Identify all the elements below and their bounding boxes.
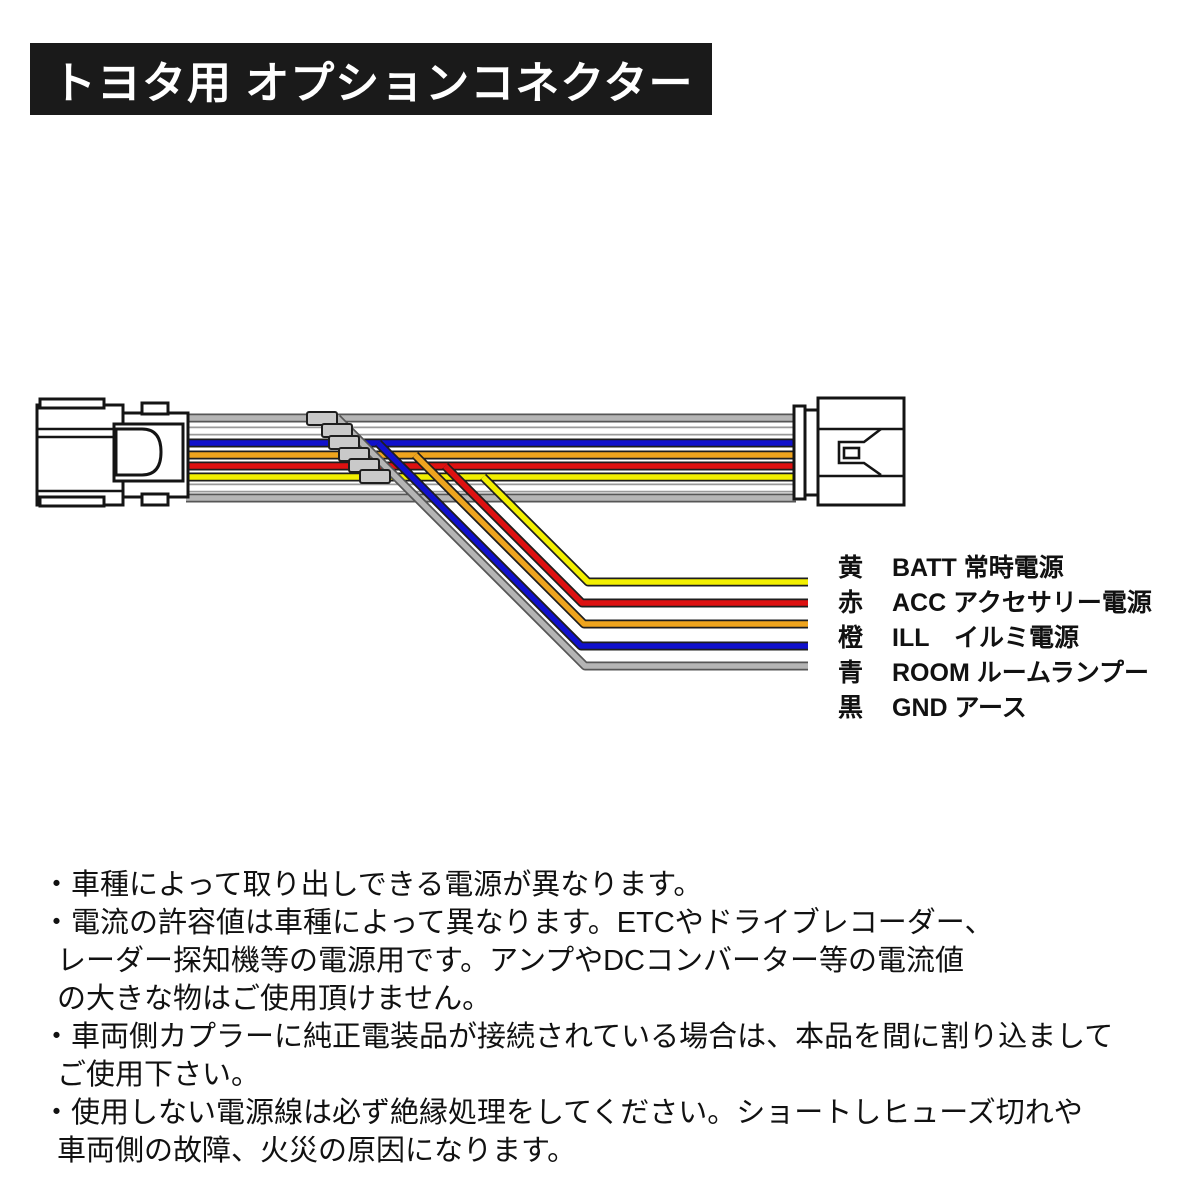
legend-color-label: 赤 xyxy=(838,589,864,617)
harness-wires xyxy=(186,413,796,503)
legend-row-room: 青 ROOM ルームランプー xyxy=(838,653,1149,689)
legend-row-gnd: 黒 GND アース xyxy=(838,688,1027,724)
note-line: ・車両側カプラーに純正電装品が接続されている場合は、本品を間に割り込まして xyxy=(42,1021,1114,1053)
wiring-diagram xyxy=(35,396,906,671)
legend-color-label: 黄 xyxy=(838,554,864,582)
crimp xyxy=(359,469,391,484)
legend-desc: ROOM ルームランプー xyxy=(892,659,1149,687)
legend-row-acc: 赤 ACC アクセサリー電源 xyxy=(838,583,1152,619)
legend-color-label: 青 xyxy=(838,659,864,687)
branch-wire-yellow xyxy=(479,473,808,587)
legend-desc: GND アース xyxy=(892,694,1027,722)
legend-color-label: 黒 xyxy=(838,694,864,722)
legend-desc: ILL イルミ電源 xyxy=(892,624,1080,652)
legend-desc: BATT 常時電源 xyxy=(892,554,1064,582)
note-line: ・電流の許容値は車種によって異なります。ETCやドライブレコーダー、 xyxy=(42,907,994,939)
note-line: ・車種によって取り出しできる電源が異なります。 xyxy=(42,869,703,901)
page-title: トヨタ用 オプションコネクター xyxy=(52,59,694,108)
branch-wire-gray xyxy=(333,414,808,671)
note-line: ご使用下さい。 xyxy=(57,1059,261,1091)
note-line: レーダー探知機等の電源用です。アンプやDCコンバーター等の電流値 xyxy=(57,945,964,977)
legend-row-batt: 黄 BATT 常時電源 xyxy=(838,548,1064,584)
legend-desc: ACC アクセサリー電源 xyxy=(892,589,1152,617)
branch-wires xyxy=(333,414,808,671)
branch-wire-orange xyxy=(411,451,808,629)
branch-wire-red xyxy=(441,462,808,608)
note-line: 車両側の故障、火災の原因になります。 xyxy=(57,1135,577,1167)
right-connector xyxy=(792,396,906,507)
note-line: の大きな物はご使用頂けません。 xyxy=(57,983,492,1015)
branch-wire-blue xyxy=(374,439,808,651)
legend-row-ill: 橙 ILL イルミ電源 xyxy=(838,618,1079,654)
splice-crimps xyxy=(306,411,391,484)
note-line: ・使用しない電源線は必ず絶縁処理をしてください。ショートしヒューズ切れや xyxy=(42,1097,1083,1129)
usage-notes: ・車種によって取り出しできる電源が異なります。 ・電流の許容値は車種によって異な… xyxy=(42,866,1192,1170)
left-connector xyxy=(35,397,190,508)
title-banner: トヨタ用 オプションコネクター xyxy=(30,43,712,115)
legend-color-label: 橙 xyxy=(838,624,864,652)
